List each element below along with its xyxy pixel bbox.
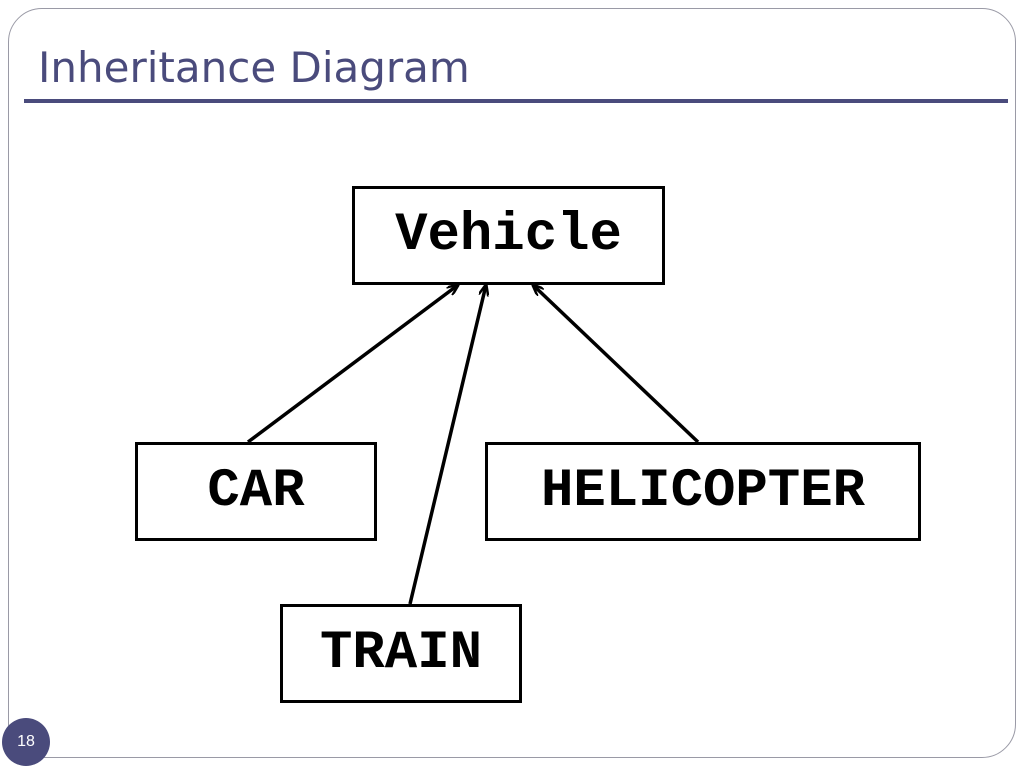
class-box-train: TRAIN [280,604,522,703]
class-box-car: CAR [135,442,377,541]
title-underline [24,99,1008,103]
edge-train-to-vehicle [408,285,486,605]
slide-title: Inheritance Diagram [38,43,470,92]
class-box-helicopter: HELICOPTER [485,442,921,541]
page-number-badge: 18 [2,718,50,766]
edge-car-to-vehicle [246,285,458,444]
class-box-vehicle: Vehicle [352,186,665,285]
edge-helicopter-to-vehicle [533,285,700,444]
